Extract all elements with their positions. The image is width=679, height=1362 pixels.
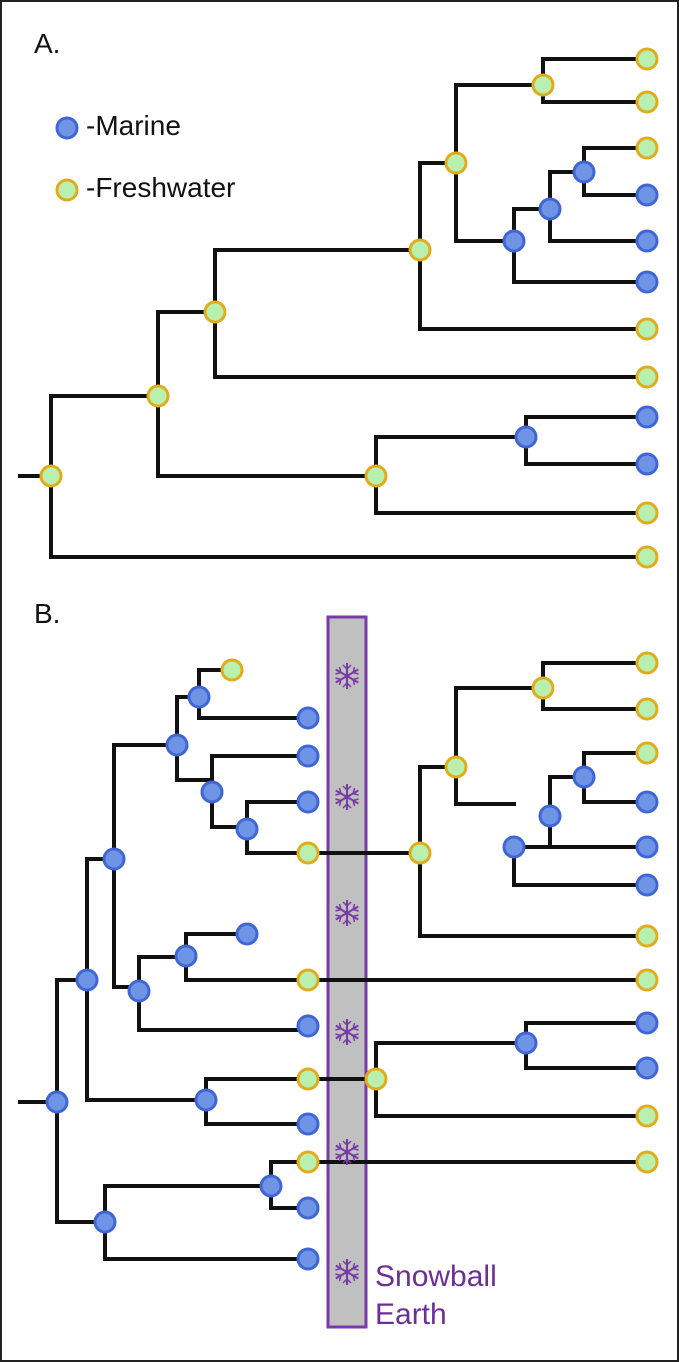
tree-nodes [39,47,659,1271]
freshwater-node-icon [635,741,659,765]
snowflake-icon [335,1139,359,1165]
marine-node-icon [514,1031,538,1055]
freshwater-node-icon [364,464,388,488]
freshwater-node-icon [531,73,555,97]
freshwater-node-icon [635,697,659,721]
marine-node-icon [93,1210,117,1234]
freshwater-node-icon [296,841,320,865]
freshwater-node-icon [635,1150,659,1174]
freshwater-node-icon [39,464,63,488]
freshwater-node-icon [408,238,432,262]
legend-freshwater-label: -Freshwater [86,172,236,203]
snowflake-icon [335,900,359,926]
marine-node-icon [502,229,526,253]
freshwater-node-icon [635,90,659,114]
freshwater-node-icon [635,136,659,160]
marine-node-icon [187,685,211,709]
freshwater-node-icon [296,1150,320,1174]
freshwater-node-icon [635,365,659,389]
marine-node-icon [296,1247,320,1271]
legend-marine-label: -Marine [86,110,181,141]
marine-node-icon [635,452,659,476]
marine-node-icon [635,405,659,429]
marine-node-icon [127,979,151,1003]
freshwater-node-icon [408,841,432,865]
freshwater-node-icon [55,178,79,202]
freshwater-node-icon [364,1067,388,1091]
snowflake-icon [335,663,359,689]
freshwater-node-icon [635,317,659,341]
marine-node-icon [635,270,659,294]
marine-node-icon [165,733,189,757]
snowflake-icon [335,1019,359,1045]
freshwater-node-icon [635,501,659,525]
snowflake-icon [335,1259,359,1285]
marine-node-icon [296,1014,320,1038]
marine-node-icon [635,1011,659,1035]
marine-node-icon [296,744,320,768]
freshwater-node-icon [444,755,468,779]
snowball-label-line2: Earth [375,1298,447,1331]
marine-node-icon [502,835,526,859]
marine-node-icon [296,706,320,730]
marine-node-icon [635,1056,659,1080]
panel-label-a: A. [34,28,61,59]
marine-node-icon [194,1088,218,1112]
snowball-label-line1: Snowball [375,1260,497,1293]
freshwater-node-icon [635,1104,659,1128]
marine-node-icon [635,835,659,859]
marine-node-icon [296,790,320,814]
marine-node-icon [75,968,99,992]
marine-node-icon [259,1174,283,1198]
marine-node-icon [514,425,538,449]
marine-node-icon [635,790,659,814]
freshwater-node-icon [635,651,659,675]
freshwater-node-icon [146,384,170,408]
freshwater-node-icon [220,658,244,682]
marine-node-icon [635,183,659,207]
snowflake-icon [335,784,359,810]
marine-node-icon [235,817,259,841]
marine-node-icon [174,944,198,968]
marine-node-icon [102,847,126,871]
freshwater-node-icon [444,151,468,175]
marine-node-icon [635,873,659,897]
freshwater-node-icon [635,47,659,71]
marine-node-icon [200,780,224,804]
marine-node-icon [45,1090,69,1114]
marine-node-icon [296,1112,320,1136]
marine-node-icon [296,1196,320,1220]
panel-label-b: B. [34,598,61,629]
marine-node-icon [635,229,659,253]
marine-node-icon [572,160,596,184]
freshwater-node-icon [296,968,320,992]
freshwater-node-icon [635,545,659,569]
freshwater-node-icon [531,676,555,700]
freshwater-node-icon [635,924,659,948]
freshwater-node-icon [203,300,227,324]
freshwater-node-icon [296,1067,320,1091]
freshwater-node-icon [635,968,659,992]
marine-node-icon [235,922,259,946]
marine-node-icon [55,116,79,140]
marine-node-icon [538,804,562,828]
snowball-earth-band [326,615,368,1329]
marine-node-icon [538,197,562,221]
marine-node-icon [572,765,596,789]
tree-branches [18,57,649,1261]
